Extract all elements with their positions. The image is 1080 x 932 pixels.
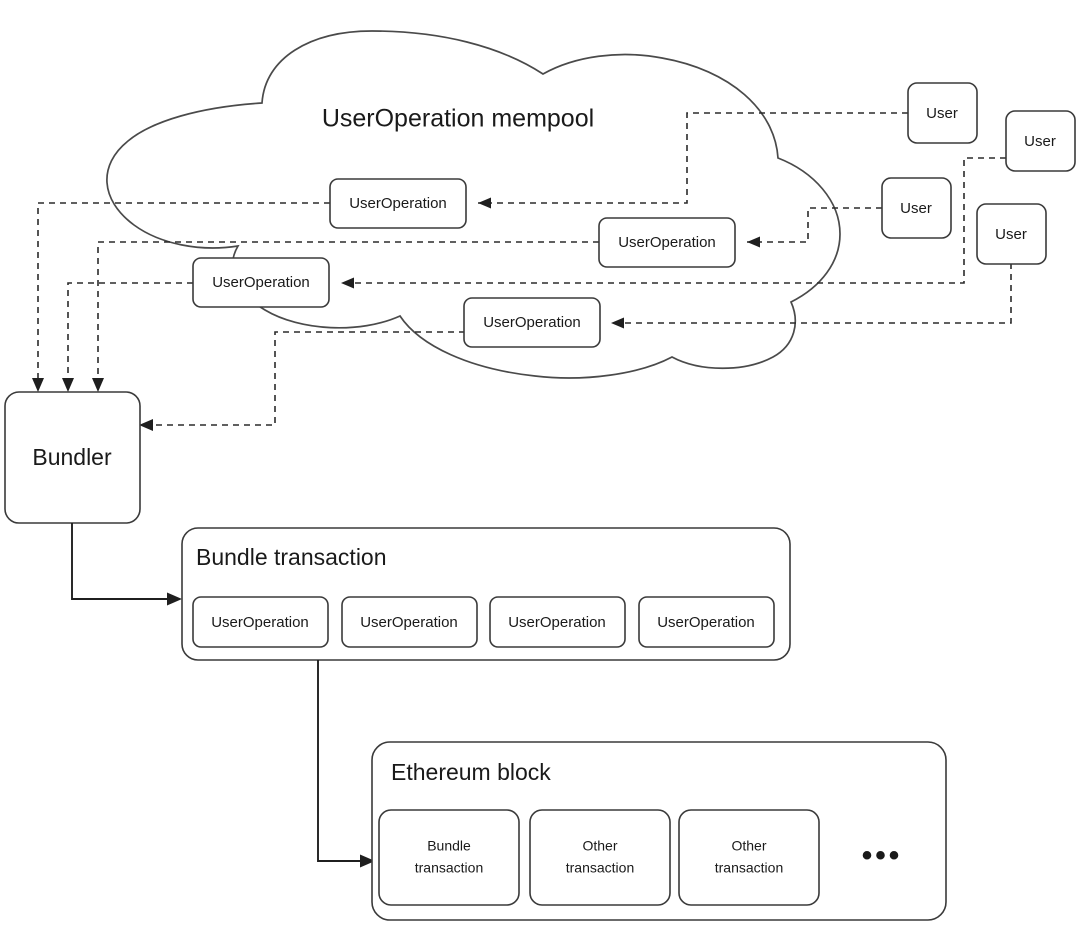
mempool-title: UserOperation mempool [322, 105, 594, 133]
block-tx-3-label-line2: transaction [715, 860, 783, 876]
user-node-4[interactable]: User [976, 203, 1047, 265]
mempool-userop-1-label: UserOperation [349, 195, 447, 212]
bundle-userop-1-box[interactable] [192, 596, 329, 648]
block-tx-3[interactable]: Other transaction [678, 809, 820, 906]
block-tx-3-box[interactable] [678, 809, 820, 906]
block-tx-2[interactable]: Other transaction [529, 809, 671, 906]
arrow-head-ethereum-block [360, 854, 375, 868]
mempool-userop-3-label: UserOperation [212, 274, 310, 291]
bundle-userop-1-label: UserOperation [211, 614, 309, 631]
mempool-userop-4-label: UserOperation [483, 314, 581, 331]
bundle-userop-4[interactable]: UserOperation [638, 596, 775, 648]
flow-bundler-to-bundle-transaction [71, 523, 182, 606]
user-node-4-label: User [995, 226, 1027, 243]
mempool-userop-1[interactable]: UserOperation [329, 178, 467, 229]
flow-bundle-transaction-to-ethereum-block [317, 660, 375, 868]
arrow-head-bundle-transaction [167, 592, 182, 606]
mempool-userop-1-box[interactable] [329, 178, 467, 229]
user-node-1-label: User [926, 105, 958, 122]
flow-userop4-to-bundler [139, 331, 465, 431]
block-tx-2-label-line2: transaction [566, 860, 634, 876]
bundle-userop-3-label: UserOperation [508, 614, 606, 631]
arrow-head-userop3 [341, 277, 354, 289]
bundle-userop-2-box[interactable] [341, 596, 478, 648]
arrow-head-bundler-4 [139, 419, 153, 431]
block-tx-1-box[interactable] [378, 809, 520, 906]
block-tx-3-label-line1: Other [731, 838, 766, 854]
block-tx-1-label-line2: transaction [415, 860, 483, 876]
arrow-head-bundler-3 [62, 378, 74, 392]
bundle-userop-2[interactable]: UserOperation [341, 596, 478, 648]
user-node-3-box[interactable] [881, 177, 952, 239]
bundle-userop-2-label: UserOperation [360, 614, 458, 631]
arrow-head-bundler-1 [32, 378, 44, 392]
bundle-transaction-container[interactable]: Bundle transaction UserOperation UserOpe… [181, 527, 791, 661]
mempool-userop-4[interactable]: UserOperation [463, 297, 601, 348]
mempool-userop-3-box[interactable] [192, 257, 330, 308]
arrow-head-userop2 [747, 236, 760, 248]
mempool-userop-2[interactable]: UserOperation [598, 217, 736, 268]
flow-userop2-to-bundler [92, 241, 599, 392]
arrow-head-userop1 [478, 197, 491, 209]
user-node-1-box[interactable] [907, 82, 978, 144]
block-tx-2-label-line1: Other [582, 838, 617, 854]
mempool-userop-2-label: UserOperation [618, 234, 716, 251]
user-node-2[interactable]: User [1005, 110, 1076, 172]
flow-user1-to-userop1 [478, 112, 908, 209]
block-more-ellipsis: ••• [862, 839, 903, 872]
bundler-node[interactable]: Bundler [4, 391, 141, 524]
arrow-head-userop4 [611, 317, 624, 329]
mempool-userop-2-box[interactable] [598, 217, 736, 268]
mempool-userop-3[interactable]: UserOperation [192, 257, 330, 308]
bundle-userop-3-box[interactable] [489, 596, 626, 648]
arrow-head-bundler-2 [92, 378, 104, 392]
ethereum-block-container[interactable]: Ethereum block Bundle transaction Other … [371, 741, 947, 921]
flow-user4-to-userop4 [611, 263, 1012, 329]
flow-user3-to-userop2 [747, 207, 882, 248]
bundle-userop-3[interactable]: UserOperation [489, 596, 626, 648]
flow-userop3-to-bundler [62, 282, 193, 392]
flow-user2-to-userop3 [341, 157, 1006, 289]
block-tx-2-box[interactable] [529, 809, 671, 906]
ethereum-block-title: Ethereum block [391, 759, 551, 785]
block-tx-1[interactable]: Bundle transaction [378, 809, 520, 906]
user-node-2-label: User [1024, 133, 1056, 150]
user-node-1[interactable]: User [907, 82, 978, 144]
flow-userop1-to-bundler [32, 202, 330, 392]
block-tx-1-label-line1: Bundle [427, 838, 471, 854]
bundle-transaction-title: Bundle transaction [196, 544, 387, 570]
bundle-transaction-box[interactable] [181, 527, 791, 661]
bundle-userop-4-box[interactable] [638, 596, 775, 648]
user-node-4-box[interactable] [976, 203, 1047, 265]
bundle-userop-4-label: UserOperation [657, 614, 755, 631]
bundle-userop-1[interactable]: UserOperation [192, 596, 329, 648]
mempool-userop-4-box[interactable] [463, 297, 601, 348]
user-node-3-label: User [900, 200, 932, 217]
bundler-label: Bundler [32, 444, 112, 470]
user-node-2-box[interactable] [1005, 110, 1076, 172]
user-node-3[interactable]: User [881, 177, 952, 239]
